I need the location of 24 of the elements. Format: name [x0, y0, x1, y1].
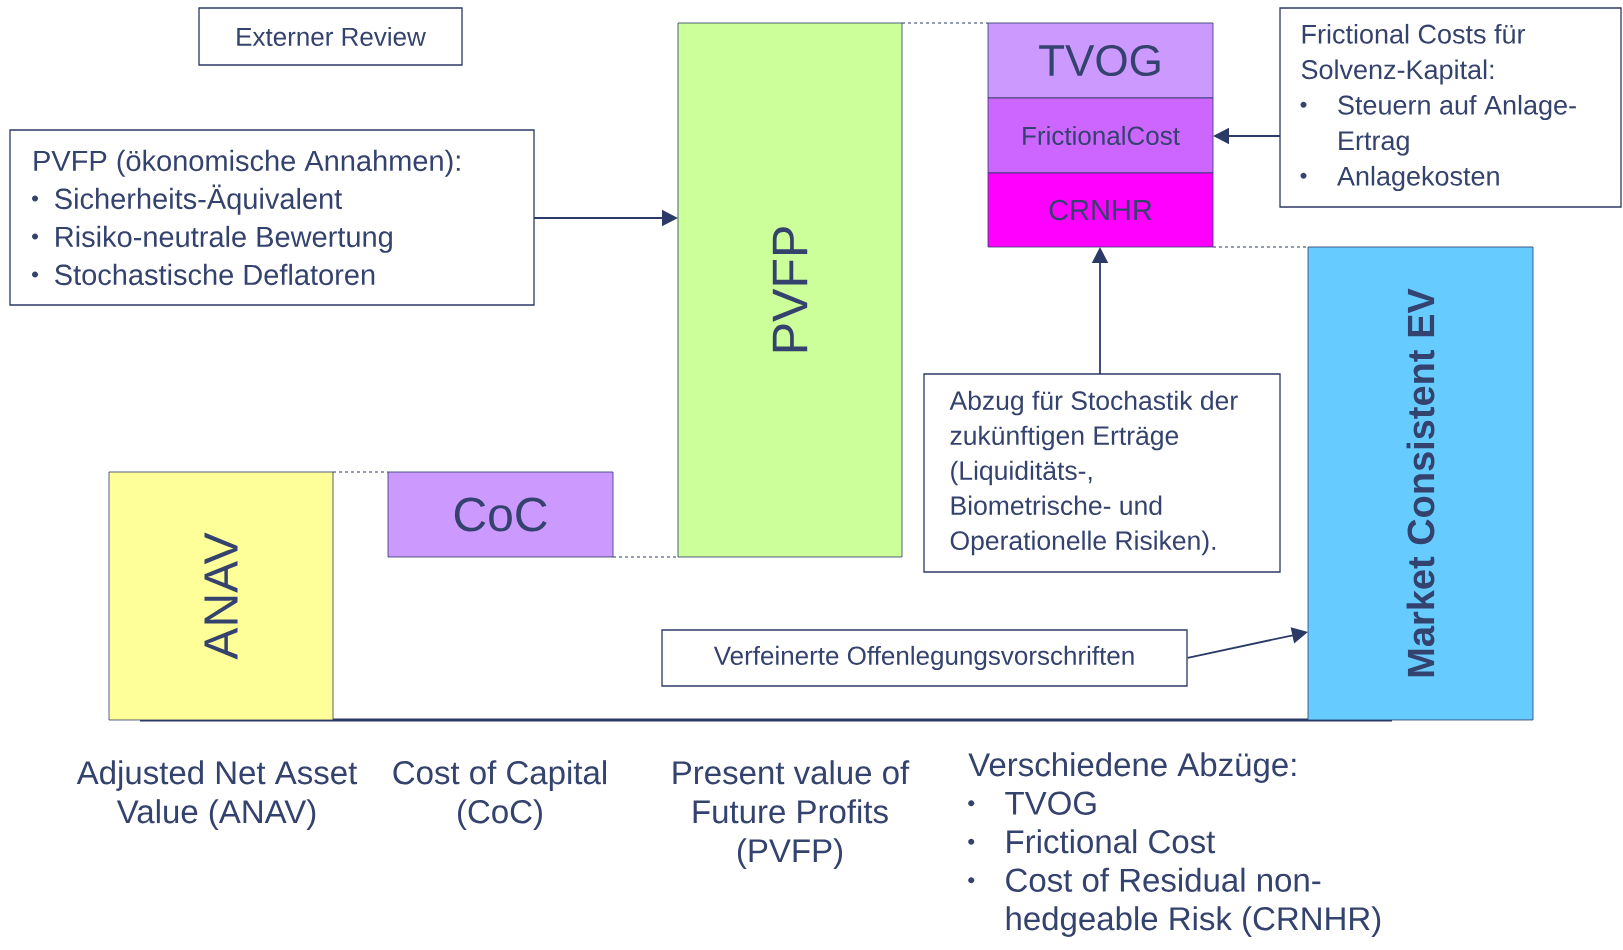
note-box: Externer Review — [198, 7, 463, 66]
dashed-connector — [612, 556, 679, 558]
bar: Market Consistent EV — [1307, 246, 1534, 721]
note-box: PVFP (ökonomische Annahmen): Sicherheits-Äquivalent Risiko-neutrale Bewertung Stochastische Deflatoren — [9, 129, 535, 306]
label: Frictional Cost — [1007, 829, 1216, 854]
stacked-block: CRNHR — [987, 172, 1214, 248]
column-caption: Cost of Capital (CoC) — [393, 760, 606, 830]
note-box: Verfeinerte Offenlegungsvorschriften — [661, 629, 1188, 687]
bar: PVFP — [677, 22, 903, 558]
dashed-connector — [332, 471, 389, 473]
dashed-connector — [901, 22, 989, 24]
column-caption: Present value of Future Profits (PVFP) — [673, 760, 910, 869]
bar: ANAV — [108, 471, 334, 721]
note-box: Abzug für Stochastik der zukünftigen Erträge (Liquiditäts-, Biometrische- und Operationelle Risiken). — [923, 373, 1281, 573]
stacked-block: FrictionalCost — [987, 97, 1214, 174]
note-box: Frictional Costs für Solvenz-Kapital: Steuern auf Anlage- Ertrag Anlagekosten — [1279, 7, 1622, 208]
label: Verschiedene Abzüge: — [968, 752, 1296, 783]
label: TVOG — [1005, 791, 1096, 815]
label: Cost of Residual non- hedgeable Risk (CRNHR) — [1006, 867, 1381, 937]
dashed-connector — [1212, 246, 1309, 248]
column-caption: Adjusted Net Asset Value (ANAV) — [76, 760, 358, 830]
stacked-block: TVOG — [987, 22, 1214, 99]
bullet-list: Verschiedene Abzüge: TVOG Frictional Cost Cost of Residual non- hedgeable Risk (CRNHR) — [968, 752, 1381, 937]
bar: CoC — [387, 471, 614, 558]
